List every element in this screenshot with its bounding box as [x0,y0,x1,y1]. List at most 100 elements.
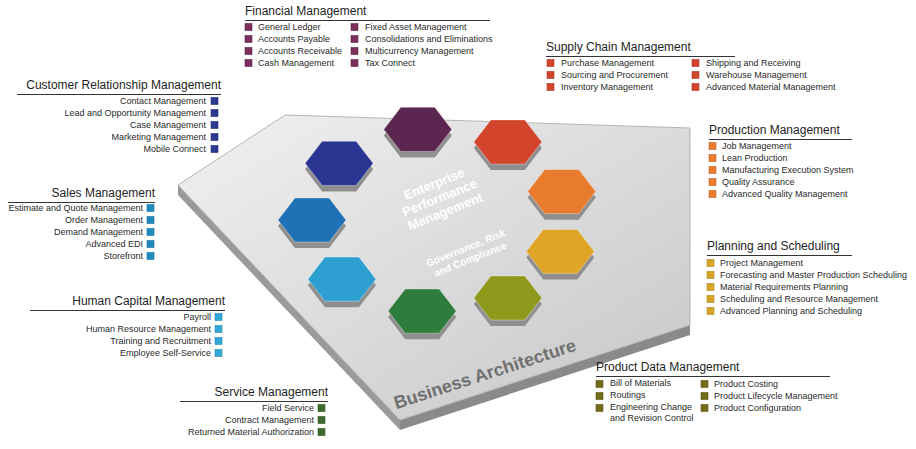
module-name: Routings [610,390,698,401]
bullet-square [596,393,603,400]
bullet-square [709,143,716,150]
module-name: Consolidations and Eliminations [365,33,493,45]
bullet-square [211,122,218,129]
bullet-square [245,60,252,67]
slab-top [178,115,690,420]
module-name: Sourcing and Procurement [561,69,668,81]
module-name: Case Management [130,119,206,131]
module-name: Demand Management [54,226,143,238]
category-heading: Product Data Management [596,360,739,375]
bullet-square [707,260,714,267]
bullet-square [147,253,154,260]
bullet-square [215,326,222,333]
module-name: Estimate and Quote Management [8,202,143,214]
module-name: Material Requirements Planning [720,281,848,293]
bullet-square [547,60,554,67]
module-name: Job Management [722,140,792,152]
bullet-square [547,84,554,91]
bullet-square [701,381,708,388]
heading-rule [245,20,490,21]
bullet-square [692,84,699,91]
module-name: Project Management [720,257,803,269]
bullet-square [211,146,218,153]
heading-rule [546,56,735,57]
module-name: Field Service [262,402,314,414]
module-name: Storefront [103,250,143,262]
bullet-square [147,205,154,212]
heading-rule [17,94,221,95]
module-name: Inventory Management [561,81,653,93]
module-name: Product Costing [714,378,778,390]
module-name: Product Configuration [714,402,801,414]
module-name: Tax Connect [365,57,415,69]
module-name: Purchase Management [561,57,654,69]
module-name: Fixed Asset Management [365,21,467,33]
bullet-square [707,296,714,303]
module-name: Human Resource Management [86,323,211,335]
category-heading: Human Capital Management [72,294,225,309]
bullet-square [147,217,154,224]
module-name: Product Lifecycle Management [714,390,838,402]
module-name: Marketing Management [111,131,206,143]
bullet-square [318,417,325,424]
heading-rule [8,202,155,203]
module-name: Multicurrency Management [365,45,474,57]
category-heading: Production Management [709,123,840,138]
bullet-square [701,405,708,412]
module-name: Cash Management [258,57,334,69]
heading-rule [709,139,852,140]
module-petal [474,276,542,320]
bullet-square [318,429,325,436]
module-petal [278,198,346,242]
module-name: Advanced Planning and Scheduling [720,305,862,317]
module-name: Warehouse Management [706,69,807,81]
module-petal [305,141,373,185]
bullet-square [709,191,716,198]
module-name: Manufacturing Execution System [722,164,854,176]
module-name: Advanced Material Management [706,81,836,93]
module-name: Bill of Materials [610,378,698,389]
module-name: Training and Recruitment [110,335,211,347]
module-name: Contact Management [120,95,206,107]
category-heading: Supply Chain Management [546,40,691,55]
module-name: Employee Self-Service [120,347,211,359]
module-name: Scheduling and Resource Management [720,293,878,305]
bullet-square [215,338,222,345]
module-petal [526,229,594,273]
category-heading: Customer Relationship Management [26,78,221,93]
bullet-square [147,241,154,248]
bullet-square [596,381,603,388]
category-heading: Financial Management [245,4,366,19]
module-name: Lead and Opportunity Management [64,107,206,119]
bullet-square [709,155,716,162]
module-name: Quality Assurance [722,176,795,188]
bullet-square [596,405,603,412]
bullet-square [547,72,554,79]
module-name: Accounts Payable [258,33,330,45]
heading-rule [596,376,830,377]
bullet-square [245,48,252,55]
module-petal [308,257,376,301]
bullet-square [701,393,708,400]
bullet-square [692,72,699,79]
bullet-square [245,36,252,43]
bullet-square [215,314,222,321]
module-name: Accounts Receivable [258,45,342,57]
bullet-square [709,167,716,174]
module-name: Payroll [183,311,211,323]
bullet-square [351,36,358,43]
module-petal [474,120,542,164]
heading-rule [707,255,852,256]
bullet-square [351,24,358,31]
bullet-square [211,98,218,105]
module-name: Forecasting and Master Production Schedu… [720,269,907,281]
bullet-square [211,134,218,141]
module-name: Advanced EDI [85,238,143,250]
bullet-square [245,24,252,31]
bullet-square [692,60,699,67]
heading-rule [30,310,225,311]
category-heading: Service Management [215,385,328,400]
bullet-square [709,179,716,186]
bullet-square [215,350,222,357]
